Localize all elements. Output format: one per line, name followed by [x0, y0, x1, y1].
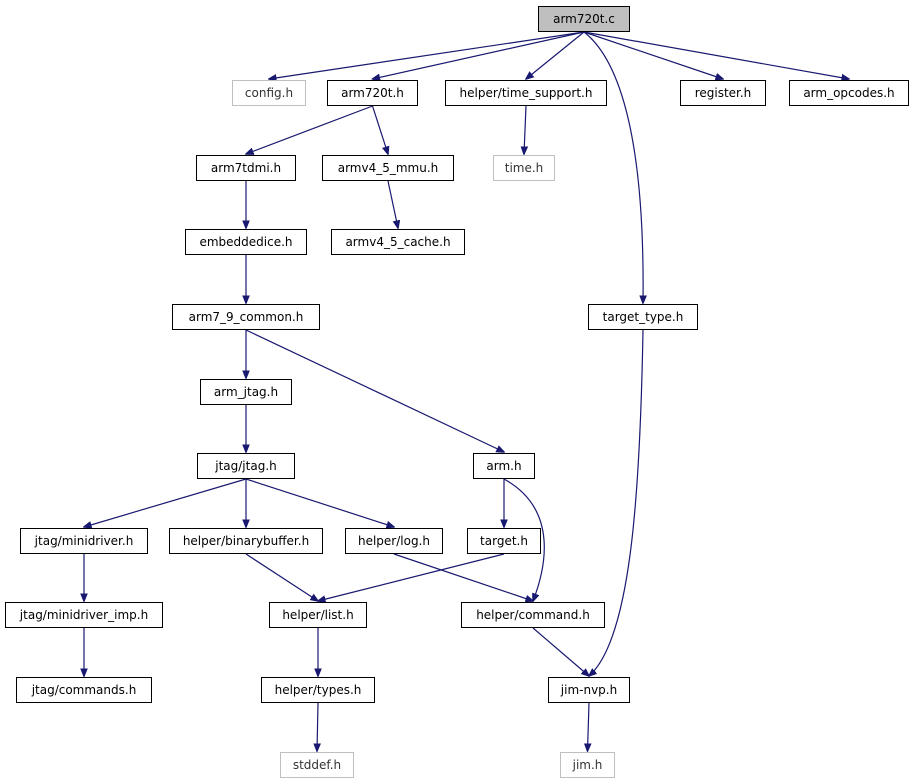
node-helper-command-h[interactable]: helper/command.h — [461, 602, 605, 628]
edge-target_type_h-to-jim_nvp_h — [589, 329, 644, 676]
edge-jtag_jtag_h-to-helper_log_h — [245, 478, 394, 527]
node-helper-types-h[interactable]: helper/types.h — [261, 677, 375, 703]
node-register-h[interactable]: register.h — [680, 80, 766, 106]
node-helper-log-h[interactable]: helper/log.h — [345, 528, 443, 554]
edge-helper_command_h-to-jim_nvp_h — [532, 627, 589, 676]
node-armv4-5-cache-h[interactable]: armv4_5_cache.h — [331, 229, 465, 255]
edge-arm720t_h-to-arm7tdmi_h — [246, 105, 373, 154]
node-arm7tdmi-h[interactable]: arm7tdmi.h — [196, 155, 296, 181]
node-stddef-h: stddef.h — [280, 752, 354, 778]
edge-arm720t_c-to-register_h — [583, 31, 723, 79]
edge-target_h-to-helper_list_h — [318, 553, 505, 601]
node-jtag-minidriver-h[interactable]: jtag/minidriver.h — [20, 528, 148, 554]
edge-arm_h-to-helper_command_h — [503, 478, 545, 601]
node-embeddedice-h[interactable]: embeddedice.h — [185, 229, 307, 255]
edge-arm720t_c-to-arm_opcodes_h — [583, 31, 849, 79]
node-arm-jtag-h[interactable]: arm_jtag.h — [200, 379, 292, 405]
node-helper-time-support-h[interactable]: helper/time_support.h — [445, 80, 607, 106]
node-time-h: time.h — [493, 155, 555, 181]
node-target-type-h[interactable]: target_type.h — [588, 304, 698, 330]
node-arm720t-h[interactable]: arm720t.h — [327, 80, 418, 106]
node-arm-h[interactable]: arm.h — [473, 453, 535, 479]
edge-helper_time_support_h-to-time_h — [524, 105, 526, 154]
edge-arm720t_c-to-config_h — [269, 31, 585, 79]
edge-arm720t_c-to-arm720t_h — [373, 31, 585, 79]
node-arm-opcodes-h[interactable]: arm_opcodes.h — [789, 80, 909, 106]
edge-jtag_jtag_h-to-jtag_minidriver_h — [84, 478, 247, 527]
node-jim-h: jim.h — [560, 752, 615, 778]
edge-helper_types_h-to-stddef_h — [317, 702, 318, 751]
node-jtag-commands-h[interactable]: jtag/commands.h — [16, 677, 152, 703]
node-jtag-minidriver-imp-h[interactable]: jtag/minidriver_imp.h — [5, 602, 163, 628]
edge-armv4_5_mmu_h-to-armv4_5_cache_h — [387, 180, 398, 228]
node-arm720t-c: arm720t.c — [538, 6, 630, 32]
node-target-h[interactable]: target.h — [467, 528, 541, 554]
edge-arm720t_c-to-target_type_h — [583, 31, 643, 303]
node-armv4-5-mmu-h[interactable]: armv4_5_mmu.h — [322, 155, 454, 181]
edge-arm720t_h-to-armv4_5_mmu_h — [371, 105, 389, 154]
node-helper-list-h[interactable]: helper/list.h — [269, 602, 367, 628]
node-arm7-9-common-h[interactable]: arm7_9_common.h — [172, 304, 320, 330]
edge-arm7_9_common_h-to-arm_h — [245, 329, 504, 452]
node-jim-nvp-h[interactable]: jim-nvp.h — [548, 677, 630, 703]
edge-helper_binarybuffer_h-to-helper_list_h — [245, 553, 318, 601]
edge-jim_nvp_h-to-jim_h — [588, 702, 590, 751]
node-helper-binarybuffer-h[interactable]: helper/binarybuffer.h — [169, 528, 323, 554]
node-config-h: config.h — [232, 80, 306, 106]
node-jtag-jtag-h[interactable]: jtag/jtag.h — [197, 453, 295, 479]
edge-arm720t_c-to-helper_time_support_h — [526, 31, 585, 79]
edge-helper_log_h-to-helper_command_h — [393, 553, 533, 601]
